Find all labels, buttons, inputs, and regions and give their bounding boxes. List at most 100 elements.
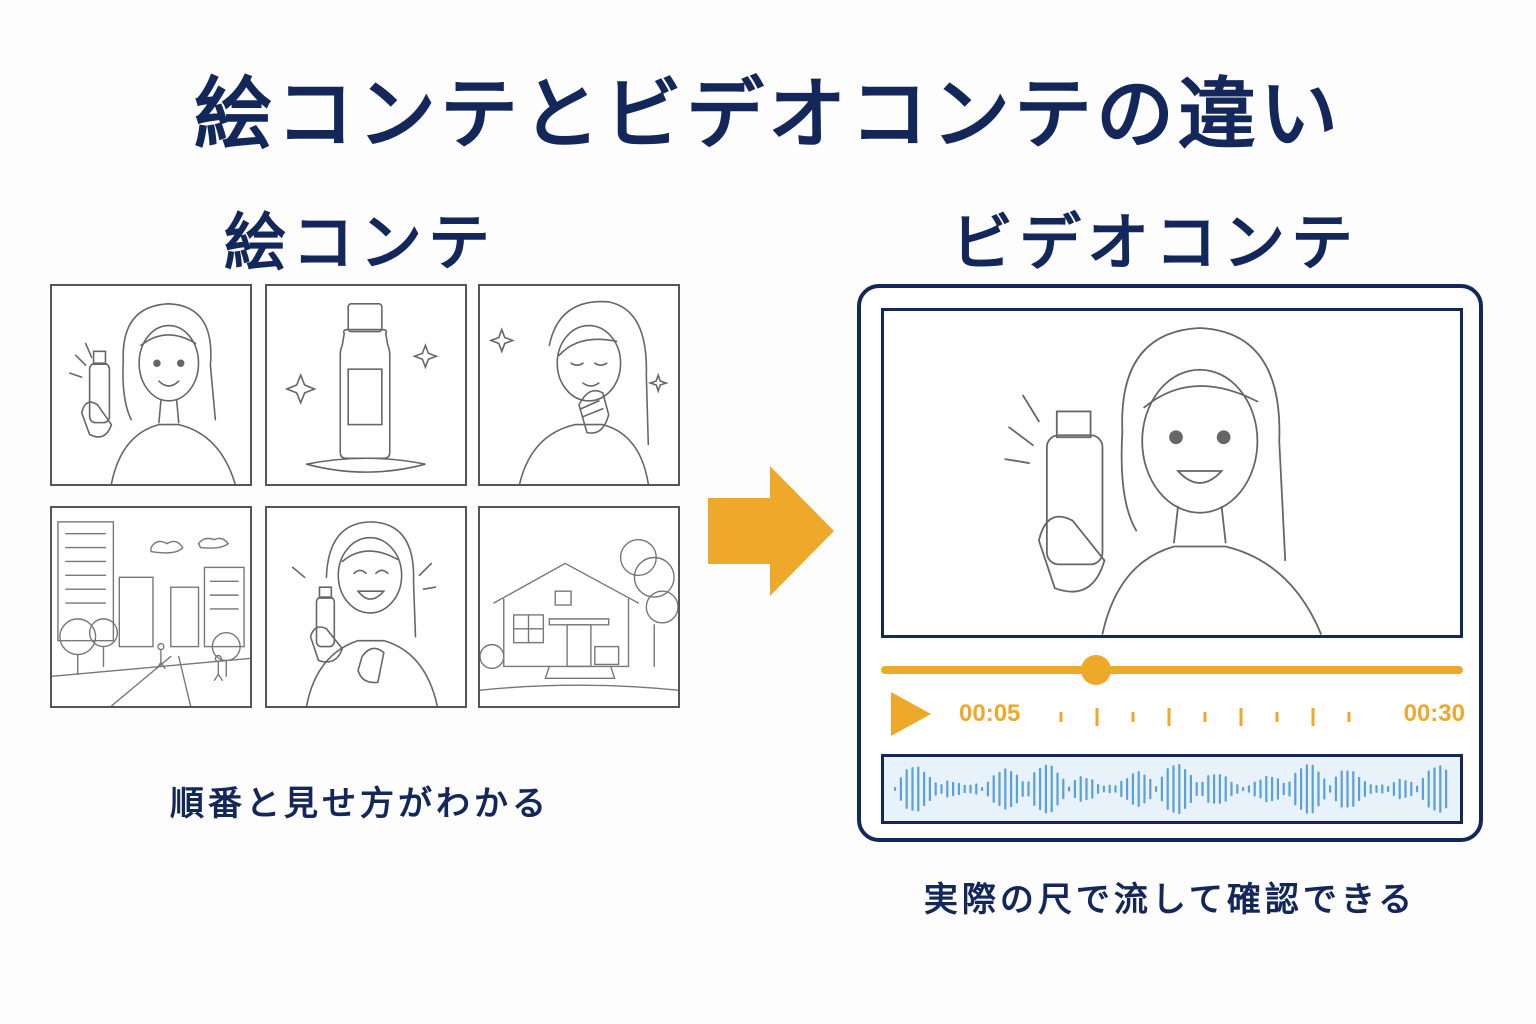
waveform-bar <box>1230 781 1233 797</box>
waveform-bar <box>1073 779 1076 799</box>
storyboard-panel-bottle-closeup <box>265 284 467 486</box>
storyboard-panel-woman-smiling <box>265 506 467 708</box>
waveform-bar <box>1079 776 1082 802</box>
waveform-bar <box>1387 785 1390 793</box>
waveform-bar <box>1137 771 1140 807</box>
waveform-bar <box>981 786 984 792</box>
waveform-bar <box>1317 771 1320 807</box>
storyboard-panel-city-street <box>50 506 252 708</box>
waveform-bar <box>1097 783 1100 795</box>
waveform-bar <box>1015 774 1018 804</box>
video-player: 00:05 00:30 <box>857 284 1483 842</box>
waveform-bar <box>1392 781 1395 797</box>
waveform-bar <box>1102 785 1105 793</box>
waveform-bar <box>1056 772 1059 806</box>
waveform-bar <box>1276 778 1279 800</box>
video-storyboard-caption: 実際の尺で流して確認できる <box>923 880 1417 920</box>
storyboard-grid <box>50 284 680 724</box>
waveform-bar <box>946 780 949 798</box>
waveform-bar <box>1120 780 1123 798</box>
waveform-bar <box>1433 767 1436 811</box>
waveform-bar <box>1166 768 1169 810</box>
waveform-bar <box>1247 785 1250 793</box>
waveform-bar <box>1352 771 1355 807</box>
waveform-bar <box>1242 786 1245 792</box>
waveform-bar <box>1010 770 1013 808</box>
waveform-bar <box>905 769 908 809</box>
waveform-bar <box>1421 777 1424 801</box>
storyboard-heading: 絵コンテ <box>223 206 496 279</box>
waveform-bar <box>923 771 926 807</box>
play-icon[interactable] <box>891 692 931 736</box>
waveform-bar <box>986 781 989 797</box>
waveform-bar <box>1184 769 1187 809</box>
woman-smiling-illustration <box>291 521 439 706</box>
waveform-bar <box>1416 785 1419 793</box>
waveform-bar <box>1027 781 1030 797</box>
video-storyboard-heading: ビデオコンテ <box>950 206 1359 279</box>
waveform-bar <box>1236 784 1239 794</box>
waveform-bar <box>1213 774 1216 804</box>
waveform-bar <box>1288 781 1291 797</box>
waveform-bar <box>940 784 943 794</box>
woman-touching-face-illustration <box>488 300 669 484</box>
waveform-bar <box>963 784 966 794</box>
waveform-bar <box>1259 779 1262 799</box>
waveform-bar <box>1126 777 1129 801</box>
bottle-closeup-illustration <box>284 303 439 473</box>
waveform-bar <box>1334 776 1337 802</box>
waveform-bar <box>1282 782 1285 796</box>
waveform-bar <box>1445 769 1448 809</box>
waveform-bar <box>1021 781 1024 797</box>
video-screen[interactable] <box>881 308 1463 638</box>
waveform-bar <box>1201 781 1204 797</box>
waveform-bar <box>957 782 960 796</box>
waveform-bar <box>1195 782 1198 796</box>
storyboard-caption: 順番と見せ方がわかる <box>170 784 550 824</box>
waveform-bar <box>1068 786 1071 792</box>
waveform-bar <box>1381 784 1384 794</box>
storyboard-panel-woman-touching-face <box>478 284 680 486</box>
waveform-bar <box>1427 770 1430 808</box>
waveform-bar <box>1143 774 1146 804</box>
total-time: 00:30 <box>1403 700 1465 727</box>
waveform-bar <box>1114 785 1117 793</box>
waveform-bar <box>1108 784 1111 794</box>
waveform-bar <box>969 784 972 794</box>
waveform-bar <box>1039 767 1042 811</box>
timeline-ticks <box>1059 708 1351 726</box>
waveform-bar <box>1218 774 1221 804</box>
waveform-bar <box>917 766 920 812</box>
waveform-bar <box>1149 778 1152 800</box>
waveform-bars <box>894 763 1448 815</box>
storyboard-panel-house <box>478 506 680 708</box>
waveform-bar <box>1172 765 1175 813</box>
waveform-bar <box>1294 772 1297 806</box>
waveform-bar <box>1439 765 1442 813</box>
arrow-right-icon <box>708 466 834 596</box>
waveform-bar <box>975 783 978 795</box>
waveform-bar <box>1375 785 1378 793</box>
audio-waveform[interactable] <box>881 754 1463 824</box>
progress-track[interactable] <box>881 666 1463 674</box>
waveform-bar <box>1265 775 1268 803</box>
progress-knob[interactable] <box>1081 655 1112 685</box>
waveform-bar <box>1033 772 1036 806</box>
waveform-bar <box>1398 778 1401 800</box>
waveform-bar <box>1363 780 1366 798</box>
waveform-bar <box>1207 775 1210 803</box>
waveform-bar <box>1346 770 1349 808</box>
house-illustration <box>480 538 678 691</box>
woman-holding-bottle-illustration <box>69 303 236 484</box>
page-title: 絵コンテとビデオコンテの違い <box>193 70 1342 160</box>
city-street-illustration <box>52 521 250 706</box>
current-time: 00:05 <box>959 700 1021 727</box>
waveform-bar <box>992 775 995 803</box>
waveform-bar <box>1004 768 1007 810</box>
waveform-bar <box>911 767 914 811</box>
waveform-bar <box>928 776 931 802</box>
waveform-bar <box>1050 765 1053 813</box>
waveform-bar <box>1323 778 1326 800</box>
waveform-bar <box>1178 763 1181 815</box>
waveform-bar <box>1044 764 1047 814</box>
